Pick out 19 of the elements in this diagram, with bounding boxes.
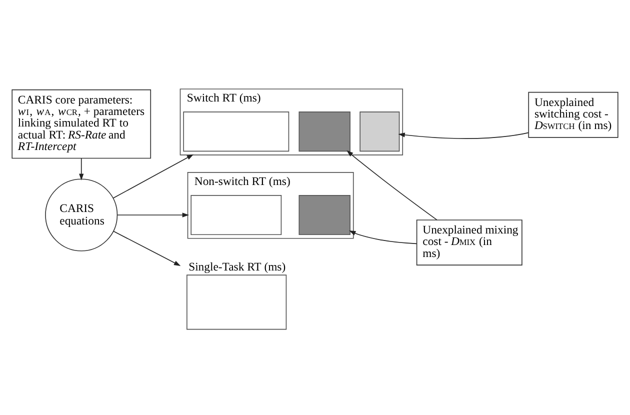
- node-box: [360, 112, 400, 152]
- node-box: [186, 274, 287, 330]
- arrow: [349, 230, 418, 244]
- node-box: Unexplained mixing cost - DMIX (in ms): [416, 220, 522, 266]
- arrow: [113, 230, 181, 266]
- arrow: [398, 132, 529, 139]
- node-label: Single-Task RT (ms): [188, 260, 286, 274]
- arrow: [116, 212, 190, 218]
- node-box: Unexplained switching cost - DSWITCH (in ms): [528, 92, 618, 138]
- arrow: [79, 158, 84, 180]
- node-box: [298, 194, 350, 236]
- arrow: [346, 150, 438, 220]
- node-circle: CARIS equations: [45, 178, 118, 252]
- node-box: CARIS core parameters: wI, wA, wCR, + parameters linking simulated RT to actual RT: RS-Rate and RT-Intercept: [12, 89, 152, 159]
- node-box: [190, 194, 282, 236]
- node-box: [298, 112, 350, 152]
- arrow: [112, 154, 194, 199]
- cluster: Non-switch RT (ms): [187, 172, 354, 239]
- node-box: [183, 112, 290, 152]
